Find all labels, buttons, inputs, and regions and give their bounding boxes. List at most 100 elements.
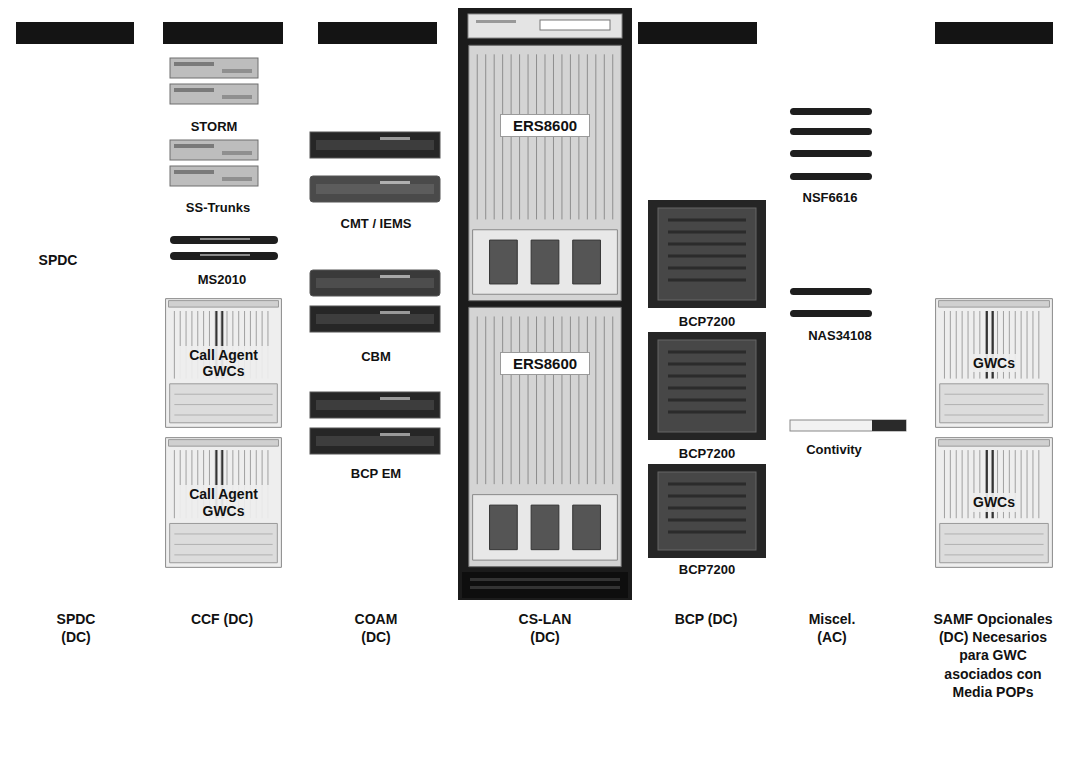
- contivity-unit: [790, 420, 906, 431]
- server-unit: [310, 392, 440, 418]
- chassis-illustration: [468, 306, 622, 568]
- rack-top-detail: [540, 20, 610, 30]
- chassis-slots: [944, 450, 1038, 518]
- chassis-name: GWCs: [970, 354, 1018, 372]
- server-detail: [316, 314, 434, 324]
- server-unit: [170, 84, 258, 104]
- server-detail: [380, 397, 410, 400]
- chassis-tray-lines: [944, 534, 1043, 555]
- bcp-chassis-body: [648, 200, 766, 308]
- gateway-chassis: Call Agent GWCs: [165, 437, 282, 568]
- bcp-chassis-body: [648, 464, 766, 558]
- chassis-name: Call Agent GWCs: [178, 346, 270, 380]
- fan-unit: [573, 240, 601, 284]
- fan-unit: [573, 505, 601, 550]
- ms2010-units: [170, 236, 278, 260]
- chassis-tray: [940, 523, 1049, 562]
- device-name: NSF6616: [775, 190, 885, 206]
- thin-unit: [790, 128, 872, 135]
- chassis-tray-lines: [174, 394, 272, 415]
- bcp-chassis: [648, 200, 766, 558]
- thin-unit: [170, 252, 278, 260]
- server-detail: [380, 137, 410, 140]
- switch-chassis: ERS8600: [468, 44, 622, 302]
- rack-caption: BCP (DC): [671, 610, 741, 628]
- server-detail: [316, 140, 434, 150]
- chassis-tray: [940, 384, 1049, 423]
- chassis-label: ERS8600: [500, 114, 590, 137]
- server-detail: [174, 88, 214, 92]
- rack-top-detail: [476, 20, 516, 23]
- rack-caption: CCF (DC): [187, 610, 257, 628]
- server-unit: [310, 132, 440, 158]
- server-detail: [380, 181, 410, 184]
- fan-unit: [490, 240, 518, 284]
- chassis-rail: [169, 440, 279, 447]
- chassis-rail: [939, 440, 1050, 447]
- gateway-chassis: GWCs: [935, 437, 1053, 568]
- chassis-rail: [169, 301, 279, 308]
- chassis-name: Call Agent GWCs: [178, 485, 270, 519]
- chassis-body: [166, 438, 282, 568]
- bcp-chassis-body: [648, 332, 766, 440]
- server-detail: [222, 69, 252, 73]
- device-name: BCP EM: [321, 466, 431, 482]
- gateway-chassis: Call Agent GWCs: [165, 298, 282, 428]
- gateway-chassis: GWCs: [935, 298, 1053, 428]
- chassis-slots: [477, 316, 613, 484]
- chassis-tray: [170, 523, 278, 562]
- server-unit: [170, 58, 258, 78]
- chassis-name: GWCs: [970, 493, 1018, 511]
- rack-name: SPDC: [13, 252, 103, 269]
- thin-unit: [790, 310, 872, 317]
- server-unit: [310, 176, 440, 202]
- bcp-chassis-panel: [658, 340, 756, 432]
- server-detail: [316, 278, 434, 288]
- chassis-tray-lines: [174, 534, 272, 555]
- rack-top-bar: [163, 22, 283, 44]
- chassis-label: ERS8600: [500, 352, 590, 375]
- device-name: BCP7200: [652, 446, 762, 462]
- server-detail: [316, 400, 434, 410]
- chassis-slots: [477, 54, 613, 219]
- fan-unit: [490, 505, 518, 550]
- device-name: BCP7200: [652, 314, 762, 330]
- server-detail: [316, 184, 434, 194]
- switch-chassis: ERS8600: [468, 306, 622, 568]
- unit-detail: [200, 238, 250, 240]
- rack-caption: SAMF Opcionales (DC) Necesarios para GWC…: [933, 610, 1053, 701]
- server-unit: [310, 428, 440, 454]
- chassis-body: [166, 299, 282, 428]
- contivity-detail: [872, 420, 906, 431]
- thin-unit: [790, 173, 872, 180]
- bcp-chassis-slots: [668, 352, 746, 412]
- rack-top-unit: [468, 14, 622, 38]
- cs-lan-rack: [458, 8, 632, 600]
- chassis-tray: [170, 384, 278, 423]
- misc-units: [790, 108, 906, 431]
- device-name: CBM: [321, 349, 431, 365]
- device-name: STORM: [159, 119, 269, 135]
- device-name: Contivity: [779, 442, 889, 458]
- chassis-body: [469, 45, 621, 300]
- server-detail: [316, 436, 434, 446]
- chassis-illustration: [468, 44, 622, 302]
- server-unit: [170, 140, 258, 160]
- thin-unit: [790, 288, 872, 295]
- bcp-chassis-panel: [658, 208, 756, 300]
- rack-base-detail: [470, 586, 620, 589]
- server-detail: [174, 144, 214, 148]
- server-detail: [380, 311, 410, 314]
- bcp-chassis-slots: [668, 220, 746, 280]
- rack-top-bar: [638, 22, 757, 44]
- thin-unit: [790, 108, 872, 115]
- fan-tray: [473, 495, 618, 561]
- server-detail: [222, 151, 252, 155]
- rack-top-bar: [935, 22, 1053, 44]
- chassis-rail: [939, 301, 1050, 308]
- rack-base: [462, 572, 628, 598]
- device-name: BCP7200: [652, 562, 762, 578]
- rack-top-bar: [318, 22, 437, 44]
